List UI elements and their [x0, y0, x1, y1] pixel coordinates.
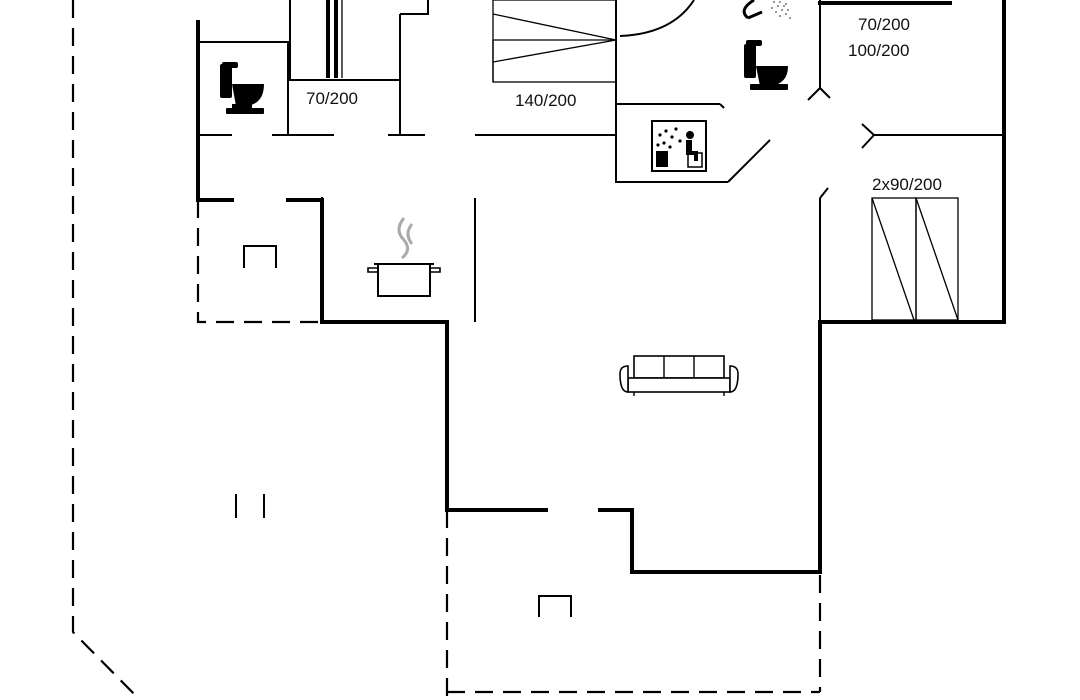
toilet-icon: [744, 40, 788, 90]
terrace-posts: [235, 494, 265, 518]
bed-size-label: 70/200: [858, 15, 910, 34]
interior-walls: [198, 0, 1004, 322]
bed-size-label: 140/200: [515, 91, 576, 110]
terrace-chair-icon: [538, 595, 572, 617]
bed-size-label: 70/200: [306, 89, 358, 108]
exterior-walls: [196, 0, 1006, 574]
bed-70-200-left: [326, 0, 343, 78]
bed-140-200: [492, 0, 617, 83]
bed-size-label: 100/200: [848, 41, 909, 60]
stair-curve: [619, 0, 695, 37]
stove-pot-icon: [367, 217, 441, 297]
toilet-icon: [220, 62, 264, 114]
beds-2x90-200: [871, 197, 959, 321]
sauna-icon: [651, 120, 707, 172]
terrace-outline: [71, 0, 822, 700]
terrace-chair-icon: [243, 245, 277, 268]
shower-icon: [742, 0, 791, 20]
sofa-icon: [619, 355, 739, 396]
bed-size-label: 2x90/200: [872, 175, 942, 194]
